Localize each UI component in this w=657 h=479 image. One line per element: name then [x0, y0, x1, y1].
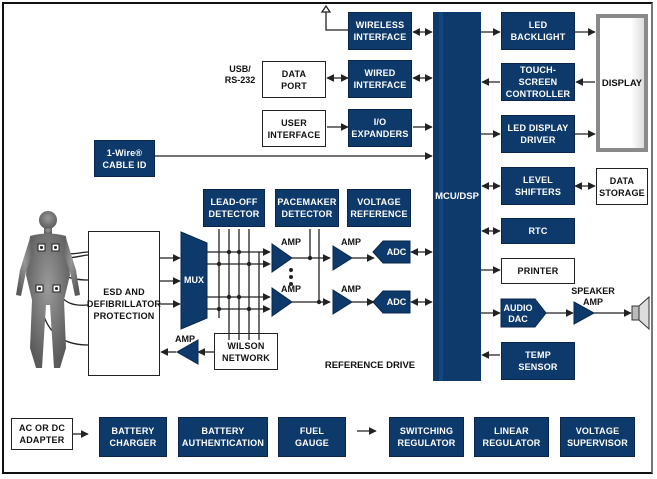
- battery-charger-block[interactable]: BATTERY CHARGER: [99, 417, 167, 457]
- battery-authentication-block[interactable]: BATTERY AUTHENTICATION: [178, 417, 268, 457]
- speaker-amp-label: SPEAKER AMP: [571, 286, 615, 307]
- usb-rs232-label: USB/ RS-232: [224, 64, 256, 85]
- diagram-frame: [2, 2, 653, 474]
- ac-dc-adapter-block[interactable]: AC OR DC ADAPTER: [11, 418, 73, 450]
- led-display-driver-block[interactable]: LED DISPLAY DRIVER: [501, 115, 575, 153]
- wilson-network-block[interactable]: WILSON NETWORK: [214, 333, 278, 370]
- pacemaker-detector-block[interactable]: PACEMAKER DETECTOR: [275, 189, 339, 227]
- amp-label: AMP: [281, 237, 301, 247]
- wireless-interface-block[interactable]: WIRELESS INTERFACE: [348, 12, 412, 50]
- wired-interface-block[interactable]: WIRED INTERFACE: [348, 60, 412, 98]
- adc-2: [372, 290, 411, 314]
- cable-id-block[interactable]: 1-Wire® CABLE ID: [94, 140, 155, 177]
- amp-1a: [271, 243, 293, 273]
- human-body-icon: [16, 211, 80, 368]
- antenna-icon: [320, 4, 348, 31]
- reference-drive-label: REFERENCE DRIVE: [324, 360, 416, 371]
- amp-2b: [332, 289, 353, 315]
- mcu-dsp-label: MCU/DSP: [435, 191, 479, 202]
- amp-label: AMP: [341, 284, 361, 294]
- printer-block[interactable]: PRINTER: [501, 258, 575, 284]
- audio-dac-shape: [500, 298, 547, 328]
- rtc-block[interactable]: RTC: [501, 218, 575, 244]
- lead-off-detector-block[interactable]: LEAD-OFF DETECTOR: [203, 189, 265, 227]
- voltage-reference-block[interactable]: VOLTAGE REFERENCE: [347, 189, 411, 227]
- mux-label: MUX: [184, 275, 204, 285]
- speaker-icon: [631, 295, 650, 331]
- esd-protection-block[interactable]: ESD AND DEFIBRILLATOR PROTECTION: [87, 231, 161, 376]
- audio-dac-label: AUDIO DAC: [503, 303, 533, 324]
- adc-1: [372, 240, 411, 264]
- ref-amp-label: AMP: [175, 334, 195, 344]
- ref-amp: [175, 339, 199, 365]
- fuel-gauge-block[interactable]: FUEL GAUGE: [278, 417, 346, 457]
- level-shifters-block[interactable]: LEVEL SHIFTERS: [501, 167, 575, 205]
- amp-2a: [271, 287, 293, 317]
- voltage-supervisor-block[interactable]: VOLTAGE SUPERVISOR: [560, 417, 635, 457]
- mux-shape: [180, 231, 208, 330]
- mcu-dsp-block[interactable]: MCU/DSP: [433, 12, 481, 381]
- touch-screen-controller-block[interactable]: TOUCH-SCREEN CONTROLLER: [501, 63, 575, 101]
- led-backlight-block[interactable]: LED BACKLIGHT: [501, 12, 575, 50]
- display-block[interactable]: DISPLAY: [596, 14, 648, 152]
- adc-1-label: ADC: [386, 247, 407, 257]
- adc-2-label: ADC: [386, 297, 407, 307]
- temp-sensor-block[interactable]: TEMP SENSOR: [501, 342, 575, 380]
- data-port-block[interactable]: DATA PORT: [262, 61, 326, 98]
- amp-label: AMP: [341, 237, 361, 247]
- speaker-amp: [573, 301, 596, 325]
- linear-regulator-block[interactable]: LINEAR REGULATOR: [474, 417, 549, 457]
- io-expanders-block[interactable]: I/O EXPANDERS: [348, 109, 412, 147]
- switching-regulator-block[interactable]: SWITCHING REGULATOR: [389, 417, 464, 457]
- amp-label: AMP: [281, 284, 301, 294]
- amp-1b: [332, 245, 353, 271]
- data-storage-block[interactable]: DATA STORAGE: [596, 168, 648, 205]
- user-interface-block[interactable]: USER INTERFACE: [262, 110, 326, 147]
